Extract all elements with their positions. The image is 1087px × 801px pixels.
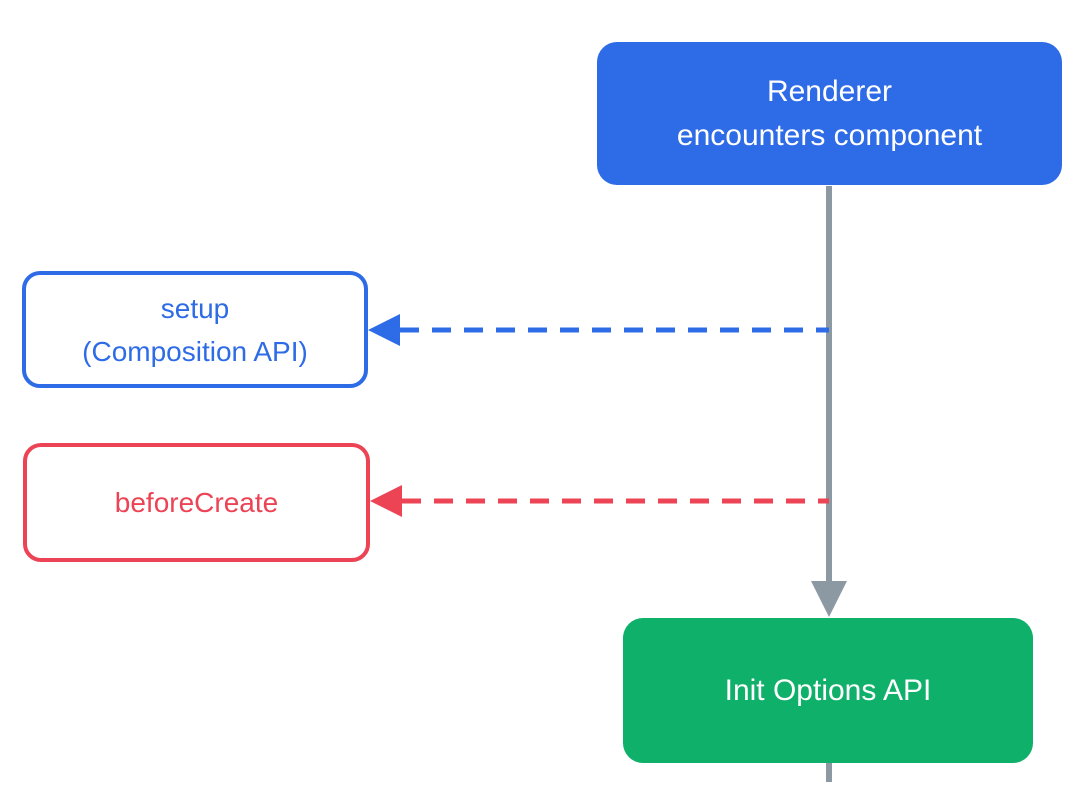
node-label-line: (Composition API) [82,335,308,367]
node-label-line: setup [160,292,230,324]
node-label-line: Init Options API [724,673,932,707]
setup-arrowhead-icon [368,314,400,346]
before-create-arrowhead-icon [370,485,402,517]
node-label-line: encounters component [676,118,983,152]
node-renderer-encounters-component: Renderer encounters component [597,42,1062,185]
node-before-create: beforeCreate [23,443,370,562]
node-label-line: beforeCreate [114,486,279,518]
node-setup-composition-api: setup (Composition API) [22,271,368,388]
node-label-line: Renderer [766,74,893,108]
main-flow-arrowhead-icon [811,581,847,617]
node-init-options-api: Init Options API [623,618,1033,763]
